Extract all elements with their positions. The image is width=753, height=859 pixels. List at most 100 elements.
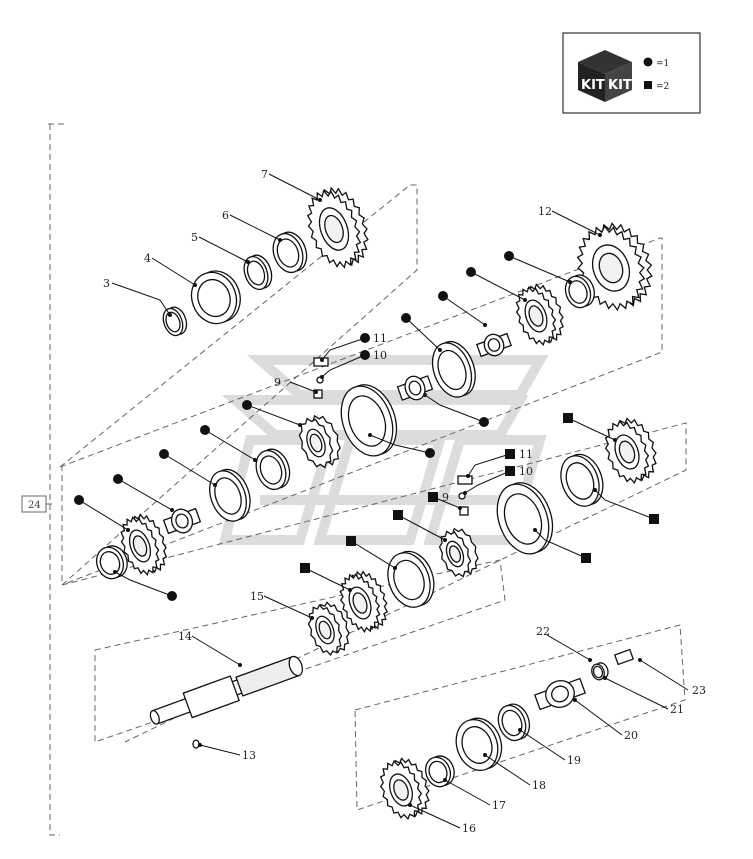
blocker-upper (396, 375, 434, 401)
callout-label-16: 16 (462, 822, 476, 835)
callout-label-9: 9 (442, 491, 449, 504)
leader-line-5 (198, 236, 250, 264)
circle-marker-icon (643, 57, 653, 67)
circle-kit-marker (159, 449, 169, 459)
callout-label-20: 20 (624, 729, 638, 742)
mainshaft-14 (149, 655, 304, 725)
ball-10 (316, 376, 324, 384)
thrust-washer-6 (272, 231, 308, 274)
leader-line-16 (408, 803, 461, 829)
callout-label-21: 21 (670, 703, 684, 716)
leader-line-9 (289, 381, 318, 394)
bearing-18 (455, 717, 503, 772)
leader-line-11 (466, 453, 511, 478)
callout-label-11: 11 (373, 332, 387, 345)
synchro-ring-right (560, 453, 604, 507)
callout-label-9: 9 (274, 376, 281, 389)
square-kit-marker (505, 466, 515, 476)
square-kit-marker (393, 510, 403, 520)
leader-line-20 (573, 698, 623, 736)
leader-line-6 (229, 214, 282, 242)
kit-label-left: KIT (581, 78, 605, 93)
leader-line-22 (546, 634, 592, 662)
square-kit-marker (563, 413, 573, 423)
circle-kit-marker (360, 350, 370, 360)
leader-line (405, 317, 442, 352)
circle-kit-marker (479, 417, 489, 427)
bushing-upper (564, 274, 595, 309)
callout-label-7: 7 (261, 168, 268, 181)
square-kit-marker (581, 553, 591, 563)
callout-label-6: 6 (222, 209, 229, 222)
callout-label-3: 3 (103, 277, 110, 290)
kit-label-right: KIT (608, 78, 632, 93)
pin-13 (192, 739, 200, 749)
leader-line (508, 255, 572, 284)
square-kit-marker (505, 449, 515, 459)
square-marker-value: =2 (656, 82, 669, 92)
callout-label-19: 19 (567, 754, 581, 767)
hub-right (438, 527, 479, 578)
washer-17 (424, 755, 455, 788)
leader-line-19 (518, 728, 566, 761)
leader-line (117, 478, 174, 512)
square-kit-marker (428, 492, 438, 502)
callout-label-10: 10 (519, 465, 533, 478)
kit-legend: KIT KIT =1 =2 (562, 32, 701, 114)
leader-line-21 (603, 676, 669, 710)
leader-line (113, 570, 173, 597)
gear-7 (306, 186, 369, 269)
snap-ring-3 (162, 306, 188, 337)
coupler-lower (162, 507, 202, 535)
leader-line (78, 499, 130, 532)
spacer-5 (243, 254, 273, 291)
spring-9b (459, 506, 469, 516)
circle-kit-marker (504, 251, 514, 261)
leader-line (304, 567, 352, 592)
callout-label-23: 23 (692, 684, 706, 697)
group-ref-label: 24 (28, 500, 41, 511)
leader-line-17 (443, 778, 491, 806)
detent-11 (313, 357, 329, 367)
leader-line-13 (198, 743, 241, 756)
square-kit-marker (300, 563, 310, 573)
callout-label-14: 14 (178, 630, 192, 643)
callout-label-13: 13 (242, 749, 256, 762)
circle-kit-marker (200, 425, 210, 435)
ball-10b (458, 492, 466, 500)
gear-right (604, 417, 657, 484)
leader-line-7 (268, 173, 322, 202)
spacer-19 (497, 703, 531, 742)
callout-label-15: 15 (250, 590, 264, 603)
bolt-23 (613, 648, 635, 666)
gear-15 (307, 601, 350, 656)
leader-line-12 (551, 210, 602, 237)
callout-label-10: 10 (373, 349, 387, 362)
leader-line (246, 404, 302, 427)
washer-21 (591, 662, 609, 681)
leader-line-11 (320, 337, 366, 362)
hub-upper (298, 414, 341, 469)
bushing-lower (95, 545, 128, 580)
leader-line (533, 528, 587, 559)
circle-kit-marker (113, 474, 123, 484)
leader-line-23 (638, 658, 689, 691)
leader-line (397, 514, 447, 542)
synchro-ring-upper (431, 340, 476, 398)
synchro-ring-lower-a (255, 448, 291, 491)
circle-kit-marker (401, 313, 411, 323)
leader-line (567, 417, 617, 442)
callout-label-22: 22 (536, 625, 550, 638)
gear-upper-a (515, 283, 564, 347)
leader-line (442, 295, 487, 327)
fork-20 (533, 677, 587, 711)
sleeve-8 (340, 384, 398, 457)
circle-kit-marker (438, 291, 448, 301)
spring-9 (313, 389, 323, 399)
callout-leaders (78, 173, 689, 829)
square-kit-marker (649, 514, 659, 524)
circle-marker-value: =1 (656, 59, 669, 69)
callout-label-12: 12 (538, 205, 552, 218)
leader-line-4 (151, 257, 197, 287)
